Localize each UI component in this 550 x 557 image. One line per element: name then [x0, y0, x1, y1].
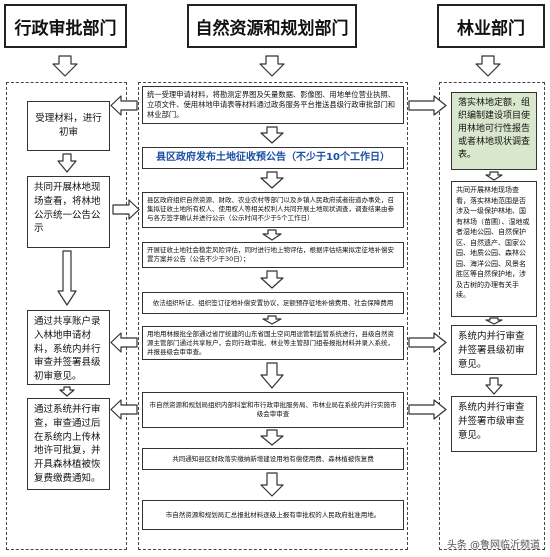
arrow-down-right-header — [475, 55, 501, 77]
arrow-center-to-right-7 — [408, 399, 447, 420]
arrow-down-right-2 — [485, 317, 503, 325]
arrow-down-left-header — [52, 55, 78, 77]
center-step-4-risk-assessment: 开展征收土地社会稳定风险评估，同时进行地上物评估，根据评估结果拟定征地补偿安置方… — [142, 242, 404, 268]
center-step-6-system-report: 用地用林报批全部通过省厅统建的山东省国土空间用途管制监管系统进行，县级自然资源主… — [142, 326, 404, 360]
arrow-left-to-center-2 — [112, 199, 140, 220]
arrow-down-center-7 — [260, 429, 284, 446]
arrow-down-right-3 — [485, 377, 503, 395]
arrow-down-center-header — [259, 55, 285, 77]
watermark-caption: 头条 @鲁网临沂频道 — [446, 540, 540, 551]
header-admin-approval: 行政审批部门 — [4, 4, 127, 48]
arrow-down-left-2 — [57, 250, 77, 306]
right-box-forest-quota: 落实林地定额，组织编制建设项目使用林地可行性报告或者林地现状调查表。 — [451, 92, 537, 170]
arrow-down-center-2 — [260, 171, 284, 189]
right-box-county-opinion: 系统内并行审查并签署县级初审意见。 — [451, 325, 537, 375]
left-column-container — [6, 82, 127, 550]
center-column-container — [138, 82, 408, 550]
header-natural-resources: 自然资源和规划部门 — [187, 4, 357, 48]
arrow-center-to-right-1 — [408, 95, 447, 116]
right-column-container — [439, 82, 545, 550]
left-box-initial-review: 受理材料，进行初审 — [27, 101, 110, 151]
arrow-down-center-3 — [262, 229, 282, 241]
arrow-down-center-8 — [260, 472, 284, 497]
arrow-down-center-6 — [260, 362, 284, 389]
arrow-down-left-1 — [57, 153, 77, 173]
center-step-2-pre-announcement: 县区政府发布土地征收预公告（不少于10个工作日） — [142, 147, 404, 169]
center-step-9-final-approval: 市自然资源和规划局汇总报批材料逐级上报有审批权的人民政府批准用地。 — [142, 500, 404, 530]
right-box-site-check: 共同开展林地现场查看，落实林地范围是否涉及一级保护林地、国有林场（苗圃）、湿地或… — [451, 181, 537, 317]
left-box-site-inspection: 共同开展林地现场查看，将林地公示统一公告公示 — [27, 176, 110, 248]
center-step-8-fee-notice: 共同通知县区财政落实缴纳新增建设用地有偿使用费、森林植被恢复费 — [142, 448, 404, 470]
center-step-1-accept: 统一受理申请材料，将勘测定界图及矢量数据、影像图、用地单位营业执照、立项文件、使… — [142, 86, 404, 124]
header-forestry: 林业部门 — [437, 4, 545, 48]
center-step-7-city-review: 市自然资源和规划局组织内部科室和市行政审批服务局、市林业局在系统内并行实施市级会… — [142, 392, 404, 428]
center-step-3-survey: 县区政府组织自然资源、财政、农业农村等部门以及乡镇人民政府或者街道办事处，召集拟… — [142, 192, 404, 228]
left-box-county-opinion: 通过共享账户录入林地申请材料，系统内并行审查并签署县级初审意见。 — [27, 310, 110, 385]
left-box-permit-upload: 通过系统并行审查，审查通过后在系统内上传林地许可批复，并开具森林植被恢复费缴费通… — [27, 398, 110, 490]
arrow-down-center-1 — [260, 126, 284, 144]
arrow-center-to-left-6 — [110, 332, 138, 353]
arrow-down-center-5 — [262, 315, 282, 325]
arrow-down-left-3 — [59, 386, 75, 397]
arrow-center-to-right-6 — [408, 332, 447, 353]
arrow-center-to-left-7 — [110, 399, 138, 420]
center-step-5-hearing: 依法组织听证、组织签订征地补偿安置协议，足额预存征地补偿费用、社会保障费用 — [142, 292, 404, 314]
arrow-down-center-4 — [260, 270, 284, 289]
arrow-center-to-left-1 — [110, 95, 138, 116]
right-box-city-opinion: 系统内并行审查并签署市级审查意见。 — [451, 396, 537, 452]
arrow-down-right-1 — [485, 171, 503, 181]
